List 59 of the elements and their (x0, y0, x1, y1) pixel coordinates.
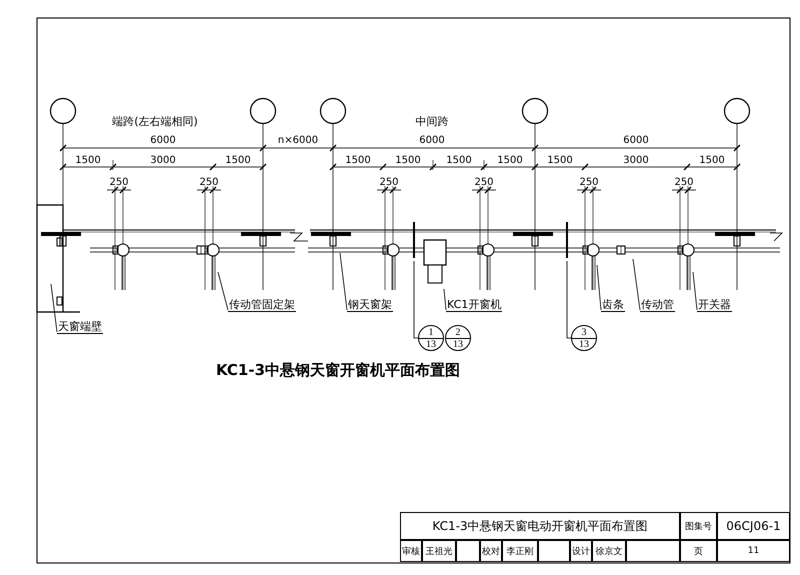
dimension-label: 250 (109, 177, 129, 189)
title-block-cell: 审核 (400, 540, 422, 562)
part-label: 传动管固定架 (228, 298, 296, 312)
part-label: 传动管 (640, 298, 675, 312)
title-block-cell: 页 (680, 540, 717, 562)
leader-line (632, 258, 640, 310)
leader-line (566, 260, 572, 338)
dimension-label: 6000 (623, 135, 649, 147)
drawing-title: KC1-3中悬钢天窗开窗机平面布置图 (216, 361, 460, 379)
span-label: 中间跨 (416, 116, 448, 128)
leader-line (218, 272, 228, 310)
callout-number: 3 (572, 326, 596, 339)
dimension-label: 250 (579, 177, 599, 189)
dimension-label: 250 (674, 177, 694, 189)
leader-line (414, 260, 418, 338)
section-callout (445, 325, 471, 351)
part-label: KC1开窗机 (446, 298, 502, 312)
span-label: 端跨(左右端相同) (112, 116, 198, 128)
part-label: 天窗端壁 (57, 320, 103, 334)
title-block-cell: 李正刚 (502, 540, 538, 562)
dimension-label: 1500 (225, 155, 251, 167)
sheet-number: 13 (452, 339, 464, 350)
part-label: 钢天窗架 (347, 298, 393, 312)
title-block-cell: 校对 (480, 540, 502, 562)
dimension-label: 6000 (419, 135, 445, 147)
title-block-cell: 徐京文 (592, 540, 626, 562)
callout-number: 1 (419, 326, 443, 339)
dimension-label: 1500 (547, 155, 573, 167)
section-callout (418, 325, 444, 351)
dimension-label: 250 (199, 177, 219, 189)
dimension-label: 1500 (345, 155, 371, 167)
leader-line (692, 272, 698, 310)
title-block-cell: 11 (717, 540, 790, 562)
title-block-cell: 06CJ06-1 (717, 512, 790, 540)
dimension-label: 1500 (497, 155, 523, 167)
sheet-number: 13 (425, 339, 437, 350)
leader-line (444, 288, 446, 310)
leader-line (340, 252, 348, 310)
title-block-cell: 设计 (570, 540, 592, 562)
dimension-label: 1500 (699, 155, 725, 167)
callout-number: 2 (446, 326, 470, 339)
dimension-label: n×6000 (278, 135, 318, 147)
dimension-label: 1500 (395, 155, 421, 167)
dimension-label: 6000 (150, 135, 176, 147)
dimension-label: 250 (379, 177, 399, 189)
part-label: 开关器 (697, 298, 732, 312)
title-block-cell: KC1-3中悬钢天窗电动开窗机平面布置图 (400, 512, 680, 540)
dimension-label: 3000 (150, 155, 176, 167)
leader-line (50, 284, 58, 332)
dimension-label: 3000 (623, 155, 649, 167)
dimension-label: 250 (474, 177, 494, 189)
title-block-cell: 图集号 (680, 512, 717, 540)
section-callout (571, 325, 597, 351)
dimension-label: 1500 (446, 155, 472, 167)
sheet-number: 13 (578, 339, 590, 350)
leader-line (596, 264, 602, 310)
title-block-cell: 王祖光 (422, 540, 456, 562)
part-label: 齿条 (601, 298, 625, 312)
dimension-label: 1500 (75, 155, 101, 167)
